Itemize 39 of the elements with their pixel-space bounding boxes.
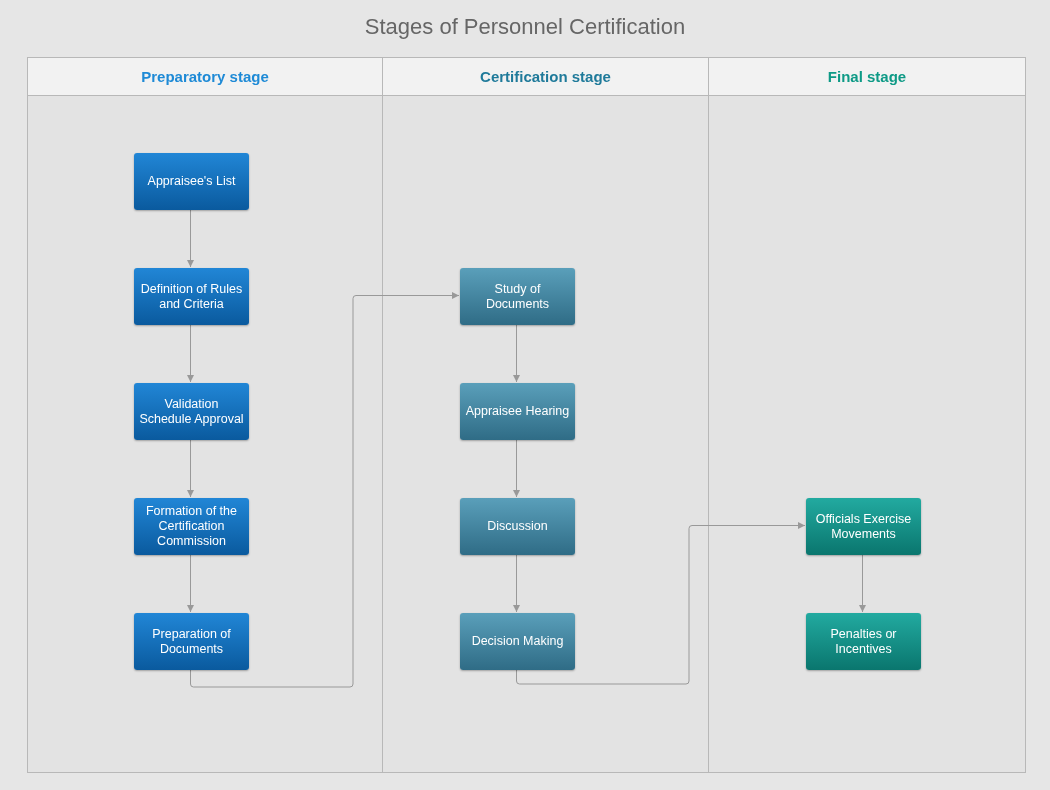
process-box (134, 383, 249, 440)
arrow (187, 553, 194, 613)
process-box (134, 153, 249, 210)
box-label: Definition of Rules and Criteria (139, 281, 244, 312)
box-label: Discussion (486, 519, 549, 534)
process-box (460, 613, 575, 670)
process-box (460, 498, 575, 555)
arrow (190, 292, 460, 688)
box-label: Preparation of Documents (151, 626, 232, 657)
process-box (806, 498, 921, 555)
box-label: Appraisee Hearing (464, 404, 571, 419)
lane-title: Certification stage (479, 68, 612, 85)
arrow (513, 553, 520, 613)
box-label: Study of Documents (484, 281, 551, 312)
lane-title: Preparatory stage (140, 68, 270, 85)
arrow (513, 438, 520, 498)
arrow (513, 323, 520, 383)
box-label: Penalties or Incentives (829, 626, 898, 657)
process-box (134, 613, 249, 670)
box-label: Decision Making (470, 634, 565, 649)
swimlane (27, 57, 383, 773)
process-box (460, 268, 575, 325)
process-box (806, 613, 921, 670)
arrow (859, 553, 866, 613)
box-label: Validation Schedule Approval (138, 396, 245, 427)
arrow (187, 438, 194, 498)
box-label: Appraisee's List (146, 174, 237, 189)
process-box (134, 268, 249, 325)
arrow (516, 522, 806, 685)
lane-title: Final stage (826, 68, 908, 85)
arrow (187, 323, 194, 383)
swimlane (708, 57, 1026, 773)
process-box (460, 383, 575, 440)
process-box (134, 498, 249, 555)
diagram-title: Stages of Personnel Certification (363, 14, 687, 40)
box-label: Officials Exercise Movements (814, 511, 913, 542)
swimlane (382, 57, 709, 773)
arrow (187, 208, 194, 268)
box-label: Formation of the Certification Commission (145, 504, 238, 549)
